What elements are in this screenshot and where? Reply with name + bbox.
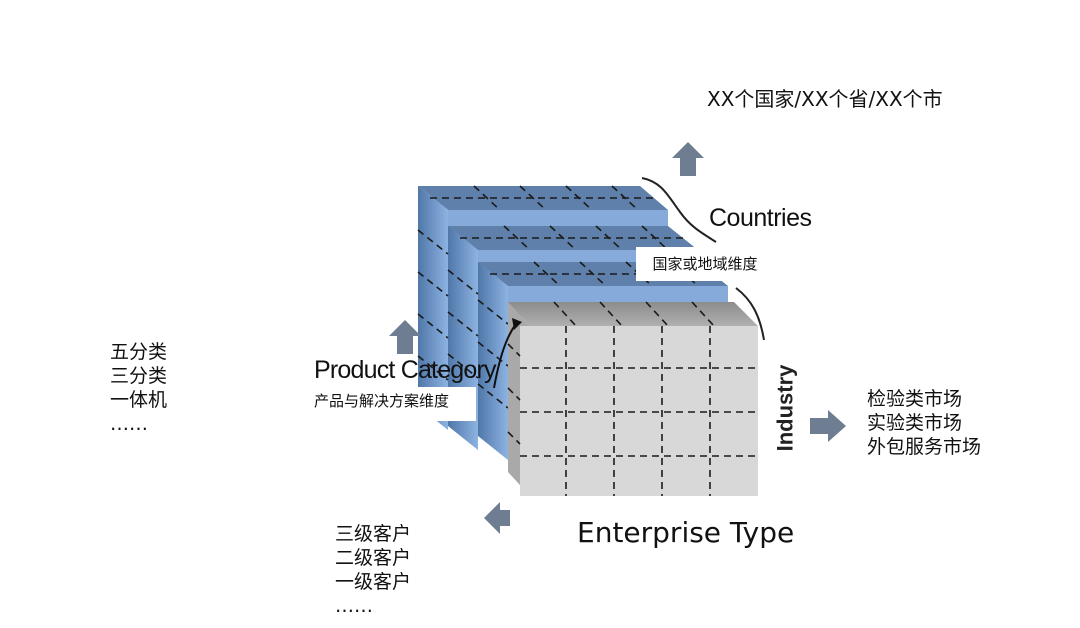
list-item: ……	[110, 413, 148, 435]
arrow-right-industry	[810, 410, 846, 442]
gray-cube-front	[508, 302, 758, 496]
industry-label: Industry	[772, 364, 798, 452]
industry-brace	[735, 287, 765, 341]
countries-brace	[641, 177, 717, 243]
enterprise-type-label: Enterprise Type	[577, 516, 795, 549]
product-curve	[493, 323, 517, 389]
country-dimension-label: 国家或地域维度	[636, 247, 774, 281]
list-item: 五分类	[110, 341, 168, 363]
list-item: 检验类市场	[867, 388, 963, 410]
countries-label: Countries	[709, 204, 812, 232]
list-item: 二级客户	[335, 547, 412, 569]
list-item: 实验类市场	[867, 412, 963, 434]
product-curve-arrowhead	[512, 318, 522, 330]
gray-grid-lines	[507, 301, 758, 496]
regions-label: XX个国家/XX个省/XX个市	[707, 87, 943, 111]
list-item: 一体机	[110, 389, 168, 411]
list-item: 外包服务市场	[867, 436, 982, 458]
arrow-up-countries	[672, 142, 704, 176]
list-item: 三分类	[110, 365, 168, 387]
list-item: ……	[335, 595, 373, 617]
list-item: 三级客户	[335, 523, 412, 545]
product-category-label: Product Category	[314, 356, 497, 384]
industry-market-list: 检验类市场 实验类市场 外包服务市场	[867, 387, 981, 459]
blue-grid-lines	[417, 185, 714, 409]
list-item: 一级客户	[335, 571, 412, 593]
customer-level-list: 三级客户 二级客户 一级客户 ……	[335, 522, 411, 618]
arrow-left-enterprise	[484, 502, 510, 534]
product-category-list: 五分类 三分类 一体机 ……	[110, 340, 167, 436]
arrow-up-product	[389, 320, 421, 354]
product-dimension-label: 产品与解决方案维度	[314, 387, 476, 421]
